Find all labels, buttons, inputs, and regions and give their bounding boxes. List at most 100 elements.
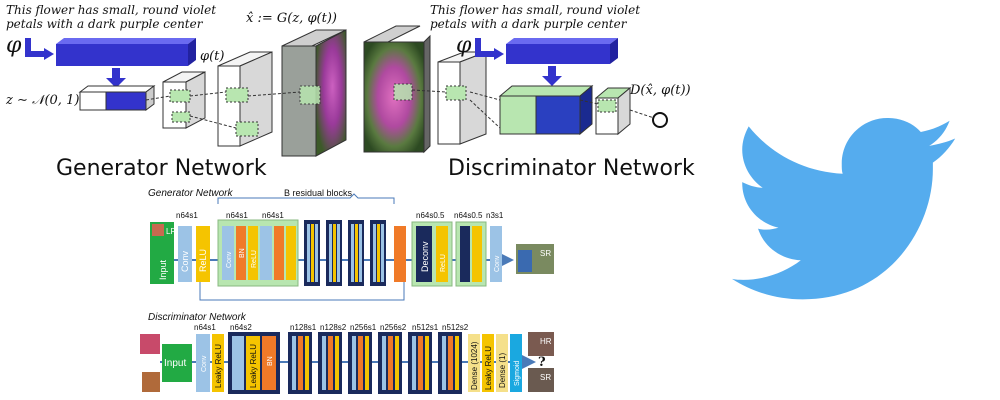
gen-input-label: Input — [158, 259, 168, 280]
caption-left-line1: This flower has small, round violet — [6, 3, 216, 17]
noise-vector — [79, 91, 107, 111]
res-bn-a-label: BN — [239, 248, 246, 258]
disc-conv-1-label: Conv — [201, 355, 208, 372]
rb2-b — [311, 224, 314, 282]
disc-sr-label: SR — [540, 373, 551, 382]
phi-t-label: φ(t) — [200, 49, 224, 64]
disc-lrelu-final — [482, 334, 494, 392]
disc-input-label: Input — [164, 358, 186, 369]
srgan-discriminator-diagram: Discriminator Network n64s1 n64s2 n128s1… — [140, 312, 554, 394]
disc-input-block — [162, 344, 192, 382]
disc-kernel-1 — [393, 83, 413, 101]
xhat-formula: x̂ := G(z, φ(t)) — [246, 11, 337, 26]
res-relu-a — [248, 226, 258, 280]
disc-layer-label-1: n64s1 — [194, 323, 216, 332]
disc-layer-label-6: n256s2 — [380, 323, 407, 332]
residual-label: B residual blocks — [284, 188, 353, 198]
caption-left-line2: petals with a dark purple center — [6, 17, 204, 31]
disc-final-side — [617, 86, 631, 136]
gen-conv-1-label: Conv — [180, 250, 190, 272]
hr-label: HR — [540, 337, 552, 346]
db2-a — [292, 336, 296, 390]
disc-embed-top — [506, 38, 618, 44]
disc-layer-label-7: n512s1 — [412, 323, 439, 332]
db3-a — [322, 336, 326, 390]
phi-arrowhead-right-icon — [494, 48, 504, 60]
caption-right-line1: This flower has small, round violet — [430, 3, 640, 17]
gen-layer-label-4: n64s0.5 — [416, 211, 445, 220]
dash-5 — [411, 89, 447, 93]
sr-thumbnail — [528, 368, 554, 392]
rb2-a — [307, 224, 310, 282]
disc-input-thumb-2 — [142, 372, 160, 392]
disc-layer-label-5: n256s1 — [350, 323, 377, 332]
db4-a — [352, 336, 356, 390]
rb5-c — [381, 224, 384, 282]
sigmoid-label: Sigmoid — [514, 361, 521, 386]
gen-layer-label-5: n64s0.5 — [454, 211, 483, 220]
db5-a — [382, 336, 386, 390]
phi-arrow-right-icon — [475, 38, 496, 57]
disc-embed-side — [610, 38, 618, 64]
lr-label: LR — [166, 227, 176, 236]
generator-network-title: Generator Network — [56, 156, 267, 181]
db6-b — [418, 336, 423, 390]
db7-a — [442, 336, 446, 390]
db4-b — [358, 336, 363, 390]
disc-conv-block-stack — [288, 332, 462, 394]
disc-lrelu-final-label: Leaky ReLU — [484, 346, 493, 390]
dense-1 — [496, 334, 508, 392]
d-output-label: D(x̂, φ(t)) — [629, 83, 691, 98]
db3-c — [335, 336, 339, 390]
disc-layer-label-3: n128s1 — [290, 323, 317, 332]
rb3-b — [333, 224, 336, 282]
disc-layer-label-2: n64s2 — [230, 323, 252, 332]
gen-conv-final-label: Conv — [494, 255, 501, 272]
db1-conv — [232, 336, 244, 390]
res-relu-a-label: ReLU — [251, 250, 258, 268]
deconv-1 — [416, 226, 432, 282]
residual-brace — [217, 193, 395, 204]
sigmoid — [510, 334, 522, 392]
up-relu-1 — [436, 226, 448, 282]
rb5-b — [377, 224, 380, 282]
res-bn-b — [274, 226, 284, 280]
concat-top — [78, 85, 156, 93]
res-sum — [286, 226, 296, 280]
disc-down-arrow-icon — [542, 76, 562, 86]
res-conv-b — [260, 226, 272, 280]
disc-kernel-2 — [445, 85, 467, 101]
dash-4 — [247, 91, 301, 97]
dense-1024-label: Dense (1024) — [470, 341, 479, 390]
rb4-a — [351, 224, 354, 282]
dash-2 — [189, 91, 227, 97]
concat-embedding — [105, 91, 147, 111]
db1-bn-label: BN — [267, 356, 274, 366]
gen-sr-label: SR — [540, 249, 551, 258]
phi-arrowhead-left-icon — [44, 48, 54, 60]
db1-bn — [262, 336, 276, 390]
db3-b — [328, 336, 333, 390]
residual-block-stack — [304, 220, 386, 286]
srgan-generator-diagram: Generator Network B residual blocks n64s… — [148, 188, 554, 301]
db6-a — [412, 336, 416, 390]
generated-flower-image — [315, 29, 347, 157]
output-node — [652, 112, 668, 128]
disc-down-stem — [548, 66, 556, 76]
rb3-a — [329, 224, 332, 282]
disc-concat-side — [579, 84, 593, 136]
gen-bn-post — [394, 226, 406, 282]
disc-layer-label-8: n512s2 — [442, 323, 469, 332]
phi-arrow-left-icon — [25, 38, 46, 57]
disc-text-embedding-bar — [506, 44, 610, 64]
db5-c — [395, 336, 399, 390]
gen-relu-1 — [196, 226, 210, 282]
dash-9 — [629, 109, 655, 119]
dash-1 — [145, 95, 171, 101]
dash-3 — [189, 115, 237, 129]
deconv-2 — [460, 226, 470, 282]
db6-c — [425, 336, 429, 390]
gen-kernel-3 — [299, 85, 321, 105]
gen-layer-label-3: n64s1 — [262, 211, 284, 220]
